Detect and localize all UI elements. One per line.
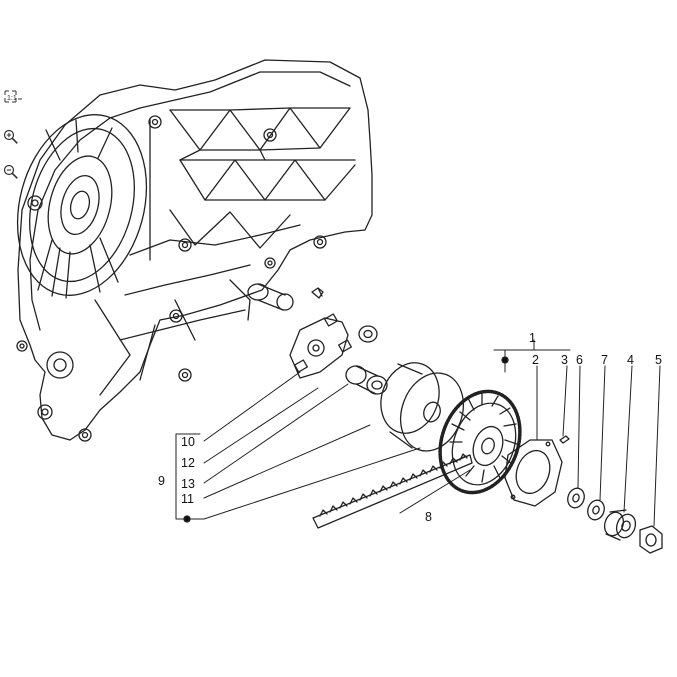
callout-11[interactable]: 11 — [181, 492, 194, 506]
part-sleeve — [345, 365, 388, 395]
fit-to-screen-icon: 1:1 — [4, 90, 22, 103]
part-torque-plate — [289, 313, 352, 379]
callout-8[interactable]: 8 — [425, 510, 432, 524]
svg-text:1:1: 1:1 — [7, 95, 17, 102]
zoom-out-icon — [3, 164, 18, 179]
zoom-in-icon — [3, 129, 18, 144]
part-nut — [639, 525, 663, 554]
fit-to-screen-button[interactable]: 1:1 — [2, 88, 24, 106]
callout-6[interactable]: 6 — [576, 353, 583, 367]
reference-dot-assembly — [501, 356, 509, 364]
callout-10[interactable]: 10 — [181, 435, 195, 449]
zoom-in-button[interactable] — [2, 128, 24, 146]
callout-1[interactable]: 1 — [529, 331, 536, 345]
crankcase-housing — [16, 59, 373, 442]
part-starter-rack — [312, 453, 473, 529]
callout-13[interactable]: 13 — [181, 477, 195, 491]
callout-2[interactable]: 2 — [532, 353, 539, 367]
callout-12[interactable]: 12 — [181, 456, 195, 470]
part-screw — [559, 435, 570, 444]
callout-3[interactable]: 3 — [561, 353, 568, 367]
callout-4[interactable]: 4 — [627, 353, 634, 367]
callout-labels: 1 2 3 4 5 6 7 8 9 10 12 13 11 — [158, 331, 662, 524]
part-spacer-bushing — [603, 509, 637, 541]
reference-dot-group — [183, 515, 191, 523]
part-washer — [567, 487, 585, 509]
zoom-out-button[interactable] — [2, 163, 24, 181]
callout-7[interactable]: 7 — [601, 353, 608, 367]
callout-5[interactable]: 5 — [655, 353, 662, 367]
callout-9[interactable]: 9 — [158, 474, 165, 488]
leader-lines — [175, 339, 661, 527]
part-half-pulley — [380, 362, 464, 452]
part-small-bushing — [358, 325, 378, 343]
part-spacer-washer — [587, 499, 605, 521]
